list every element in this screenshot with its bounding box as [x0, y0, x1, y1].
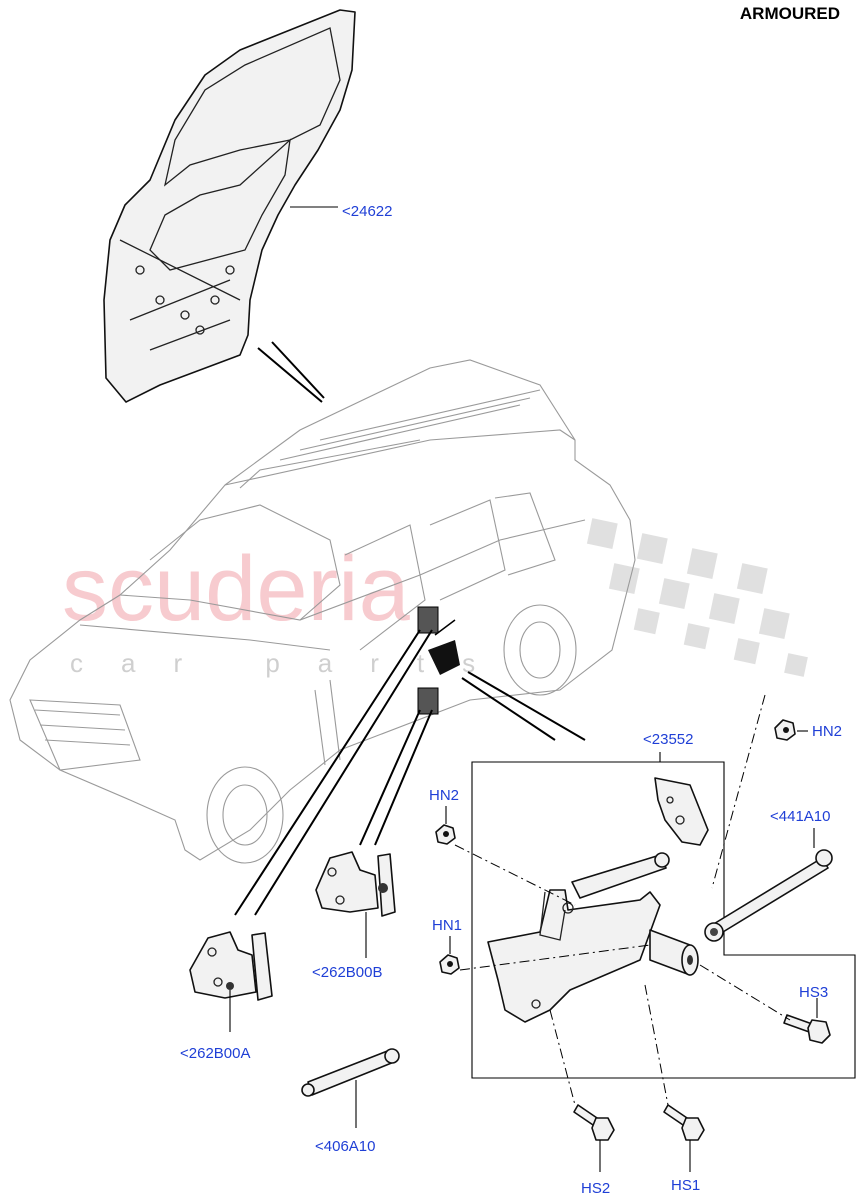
- assembly-frame: [471, 761, 856, 1079]
- callout-bolt-bottom-left: HS2: [581, 1180, 610, 1197]
- callout-door: <24622: [342, 203, 392, 220]
- callout-bolt-bottom-right: HS1: [671, 1177, 700, 1194]
- door-pointer-lines: [257, 341, 325, 403]
- bolt-icon: [573, 1104, 615, 1141]
- bolt-icon: [663, 1104, 705, 1141]
- checkered-flag-icon: [586, 518, 808, 677]
- assembly-axis-lines: [454, 694, 791, 1106]
- vehicle-hinge-markers: [417, 606, 460, 715]
- callout-nut-left-upper: HN2: [429, 787, 459, 804]
- lower-marker-pointer-lines: [359, 709, 433, 846]
- vehicle-outline: [9, 359, 636, 864]
- watermark-tagline: car parts: [70, 648, 513, 678]
- hex-nut-icon: [774, 719, 796, 741]
- callout-upper-hinge: <262B00B: [312, 964, 382, 981]
- watermark: scuderia car parts: [62, 518, 808, 678]
- pivot-sleeve-part: [649, 929, 699, 976]
- callout-lower-hinge: <262B00A: [180, 1045, 250, 1062]
- callout-bolt-side: HS3: [799, 984, 828, 1001]
- callout-bracket-assembly: <23552: [643, 731, 693, 748]
- variant-heading: ARMOURED: [740, 4, 840, 23]
- main-bracket-part: [487, 889, 661, 1023]
- hex-nut-icon: [439, 954, 460, 975]
- rear-door-shell: [103, 9, 356, 403]
- check-rod-part: [704, 849, 833, 942]
- callout-nut-left-lower: HN1: [432, 917, 462, 934]
- upper-marker-pointer-lines: [234, 629, 433, 916]
- watermark-brand: scuderia: [62, 538, 411, 640]
- callout-nut-upper: HN2: [812, 723, 842, 740]
- check-arm-part: [571, 852, 670, 899]
- bolt-icon: [783, 1014, 831, 1044]
- check-strap-pointer-lines: [461, 671, 586, 741]
- upper-hinge-part: [315, 851, 396, 917]
- link-rod-part: [301, 1048, 400, 1097]
- callout-link-rod: <406A10: [315, 1138, 375, 1155]
- callout-check-rod: <441A10: [770, 808, 830, 825]
- lower-hinge-part: [189, 931, 273, 1001]
- check-strap-bracket-part: [654, 777, 709, 846]
- hex-nut-icon: [435, 824, 456, 845]
